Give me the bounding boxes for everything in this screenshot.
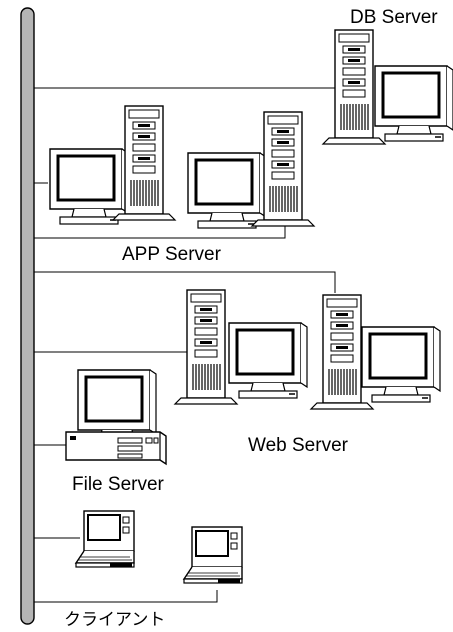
file-server-label: File Server xyxy=(72,474,165,495)
web-server-label: Web Server xyxy=(248,435,349,456)
web-server: Web Server xyxy=(174,289,442,456)
web-monitor-2 xyxy=(360,325,442,404)
app-monitor-2 xyxy=(186,151,268,230)
db-server: DB Server xyxy=(322,7,453,145)
db-monitor xyxy=(373,64,453,143)
db-server-label: DB Server xyxy=(350,7,438,28)
app-server: APP Server xyxy=(48,105,315,265)
client-laptop-2 xyxy=(183,526,243,584)
web-tower-1 xyxy=(174,289,238,405)
line-web-top xyxy=(34,271,336,293)
client-group: クライアント xyxy=(64,510,243,630)
web-monitor-1 xyxy=(227,321,309,400)
client-laptop-1 xyxy=(75,510,135,568)
network-backbone xyxy=(20,7,35,625)
file-server-unit xyxy=(65,431,167,465)
app-server-label: APP Server xyxy=(122,244,222,265)
app-monitor-1 xyxy=(48,147,130,226)
client-label: クライアント xyxy=(64,610,165,630)
line-client-2 xyxy=(34,590,218,603)
connection-lines xyxy=(34,87,340,603)
file-server: File Server xyxy=(65,368,167,495)
